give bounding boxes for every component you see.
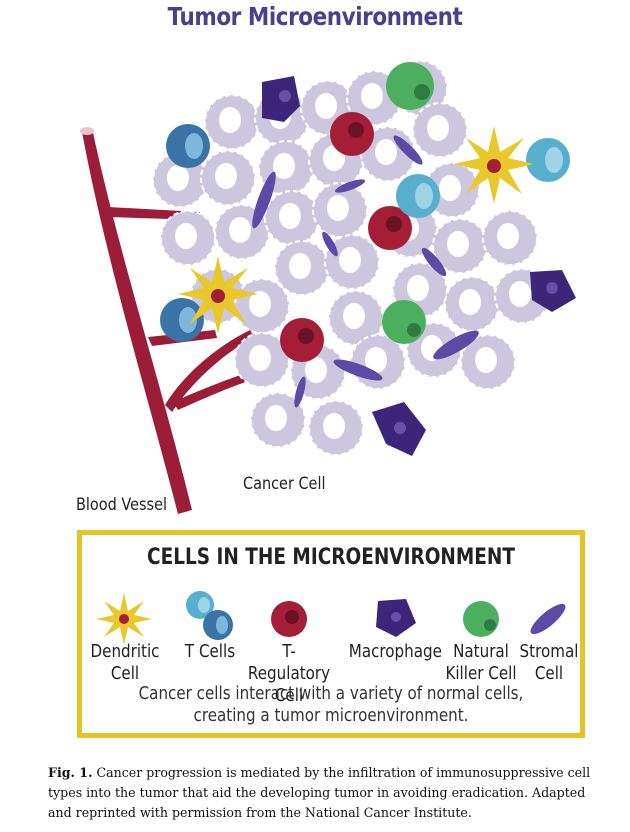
blood-vessel-label: Blood Vessel xyxy=(76,495,167,515)
cancer-cell-label: Cancer Cell xyxy=(243,474,326,494)
figure-caption-label: Fig. 1. xyxy=(48,765,93,780)
t-regulatory-cell-icon xyxy=(271,601,307,637)
t-cells-icon xyxy=(186,591,233,640)
legend-label-macrophage: Macrophage xyxy=(348,641,442,662)
figure-caption: Fig. 1. Cancer progression is mediated b… xyxy=(48,763,596,823)
dendritic-cell-icon xyxy=(96,593,152,645)
diagram-title: Tumor Microenvironment xyxy=(167,2,463,31)
legend-label-t-cells: T Cells xyxy=(184,641,236,662)
legend-title: CELLS IN THE MICROENVIRONMENT xyxy=(147,545,515,570)
legend-caption: Cancer cells interact with a variety of … xyxy=(138,683,524,726)
legend-icons xyxy=(96,591,566,645)
dendritic-cells xyxy=(178,126,534,334)
stromal-cell-icon xyxy=(530,603,566,635)
stromal-cells xyxy=(252,135,479,408)
figure-caption-text: Cancer progression is mediated by the in… xyxy=(48,765,591,820)
blood-vessel xyxy=(80,127,254,514)
t-cells xyxy=(160,124,570,342)
natural-killer-cells xyxy=(382,62,434,344)
macrophage-icon xyxy=(376,599,416,637)
macrophages xyxy=(262,76,576,456)
t-regulatory-cells xyxy=(280,112,412,362)
natural-killer-cell-icon xyxy=(463,601,499,637)
tumor-microenvironment-illustration xyxy=(80,60,576,514)
